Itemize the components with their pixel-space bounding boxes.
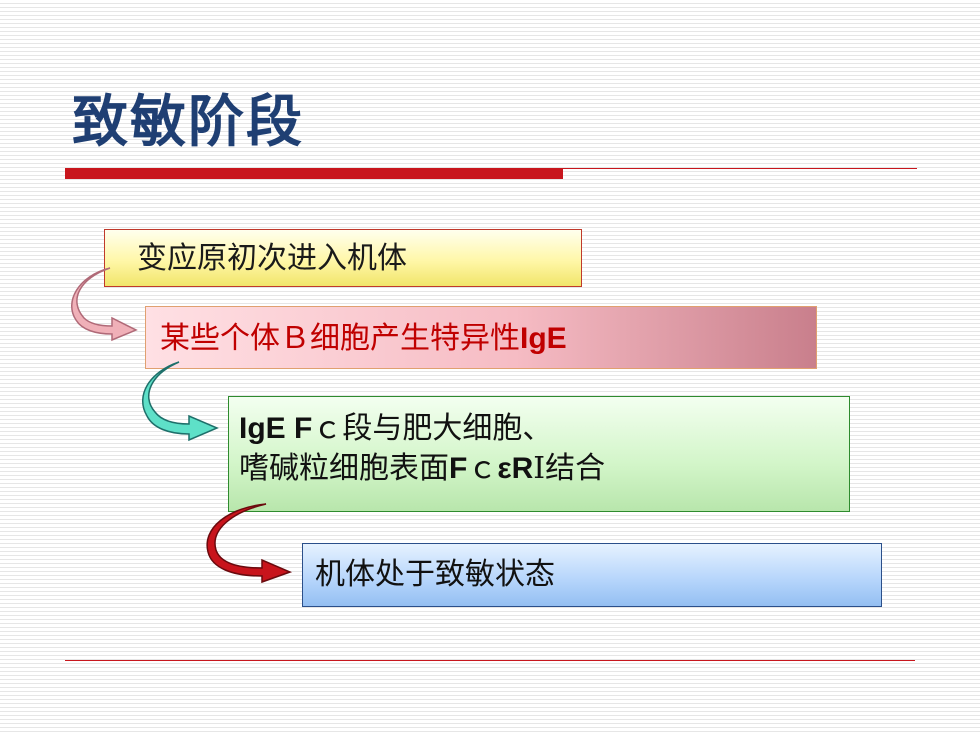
step-3-roman-one: Ⅰ [533, 451, 546, 486]
title-underline-thin [563, 168, 917, 169]
step-1-box: 变应原初次进入机体 [104, 229, 582, 287]
step-3-line-2-tail: 结合 [545, 451, 606, 486]
step-3-f: F [449, 452, 468, 485]
step-3-line-2: 嗜碱粒细胞表面FｃεRⅠ结合 [239, 449, 849, 489]
step-3-box: IgE Fｃ段与肥大细胞、 嗜碱粒细胞表面FｃεRⅠ结合 [228, 396, 850, 512]
step-2-box: 某些个体Ｂ细胞产生特异性IgE [145, 306, 817, 369]
curved-arrow-pink-icon [71, 267, 138, 342]
step-4-box: 机体处于致敏状态 [302, 543, 882, 607]
title-underline-thick [65, 168, 563, 179]
step-3-epsilon-r: εR [497, 452, 534, 485]
step-3-line-1: IgE Fｃ段与肥大细胞、 [239, 409, 849, 449]
step-2-text: 某些个体Ｂ细胞产生特异性 [160, 321, 520, 356]
step-1-text: 变应原初次进入机体 [137, 241, 407, 276]
step-3-line-2-cn: 嗜碱粒细胞表面 [239, 451, 449, 486]
step-3-ige-fc: IgE F [239, 412, 313, 445]
step-2-ige: IgE [520, 322, 567, 355]
step-4-text: 机体处于致敏状态 [315, 557, 555, 592]
step-3-line-1-rest: ｃ段与肥大细胞、 [312, 411, 553, 446]
curved-arrow-red-icon [206, 503, 293, 584]
footer-rule [65, 660, 915, 661]
curved-arrow-teal-icon [142, 361, 219, 442]
slide-title: 致敏阶段 [72, 90, 304, 155]
step-3-c: ｃ [467, 451, 498, 486]
